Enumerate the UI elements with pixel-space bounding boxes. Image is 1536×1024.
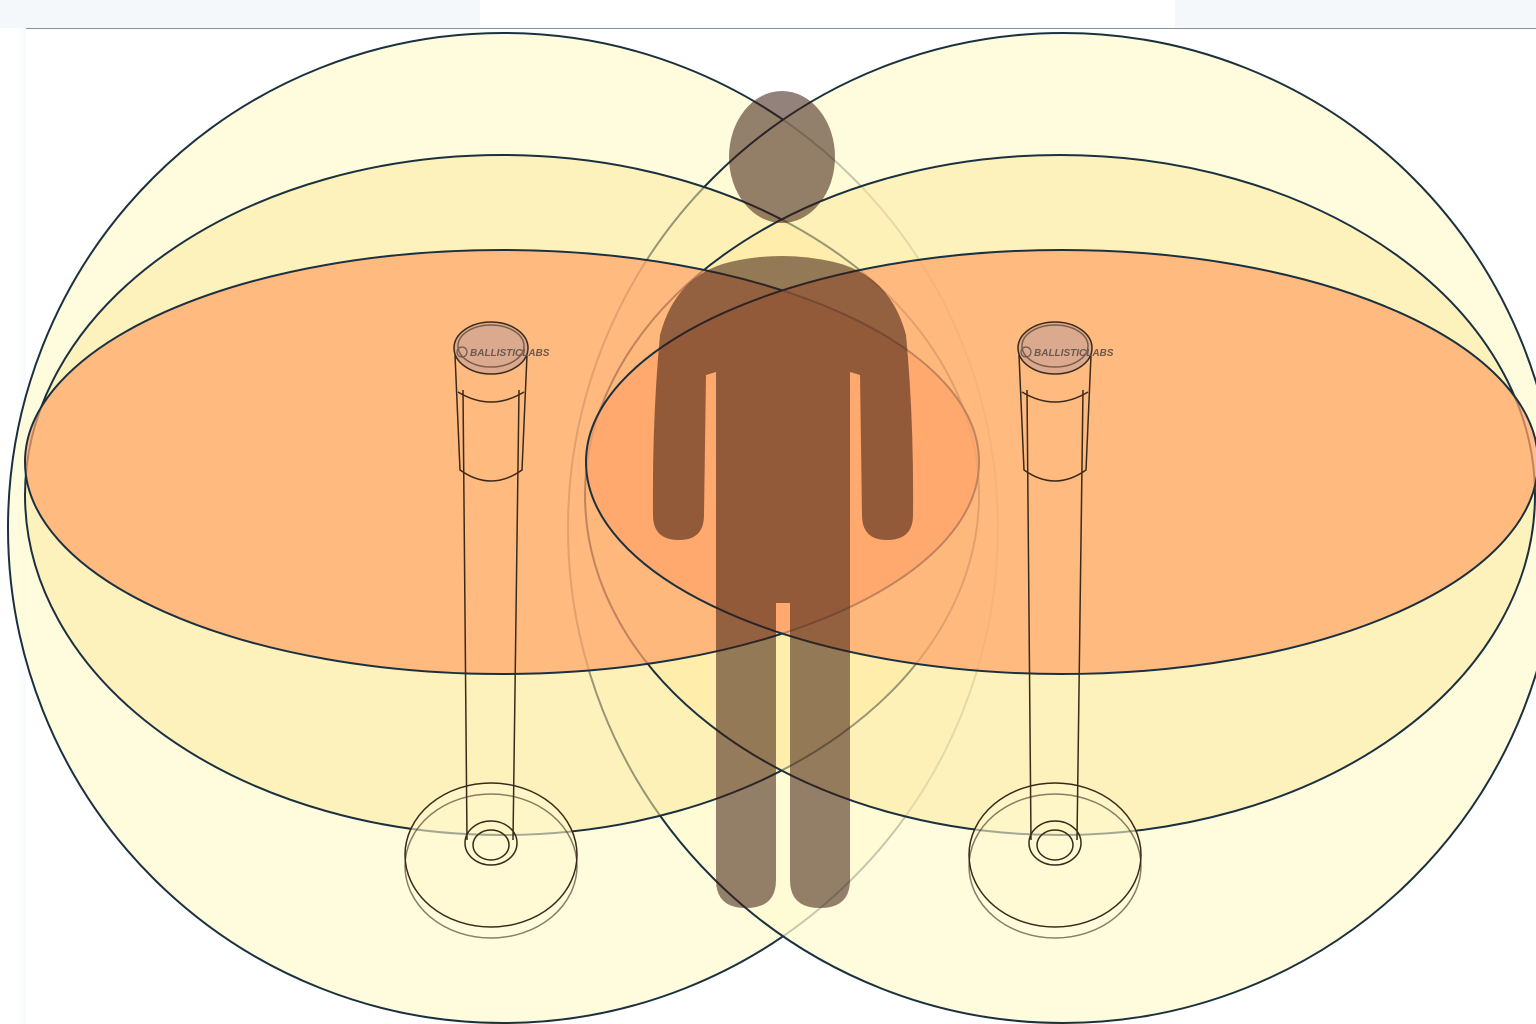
logo-text-left: BALLISTICLABS [470,348,550,359]
brand-logo-right: BALLISTICLABS [1021,347,1114,359]
brand-logo-left: BALLISTICLABS [457,347,550,359]
logo-text-right: BALLISTICLABS [1034,348,1114,359]
person-head [729,91,835,223]
